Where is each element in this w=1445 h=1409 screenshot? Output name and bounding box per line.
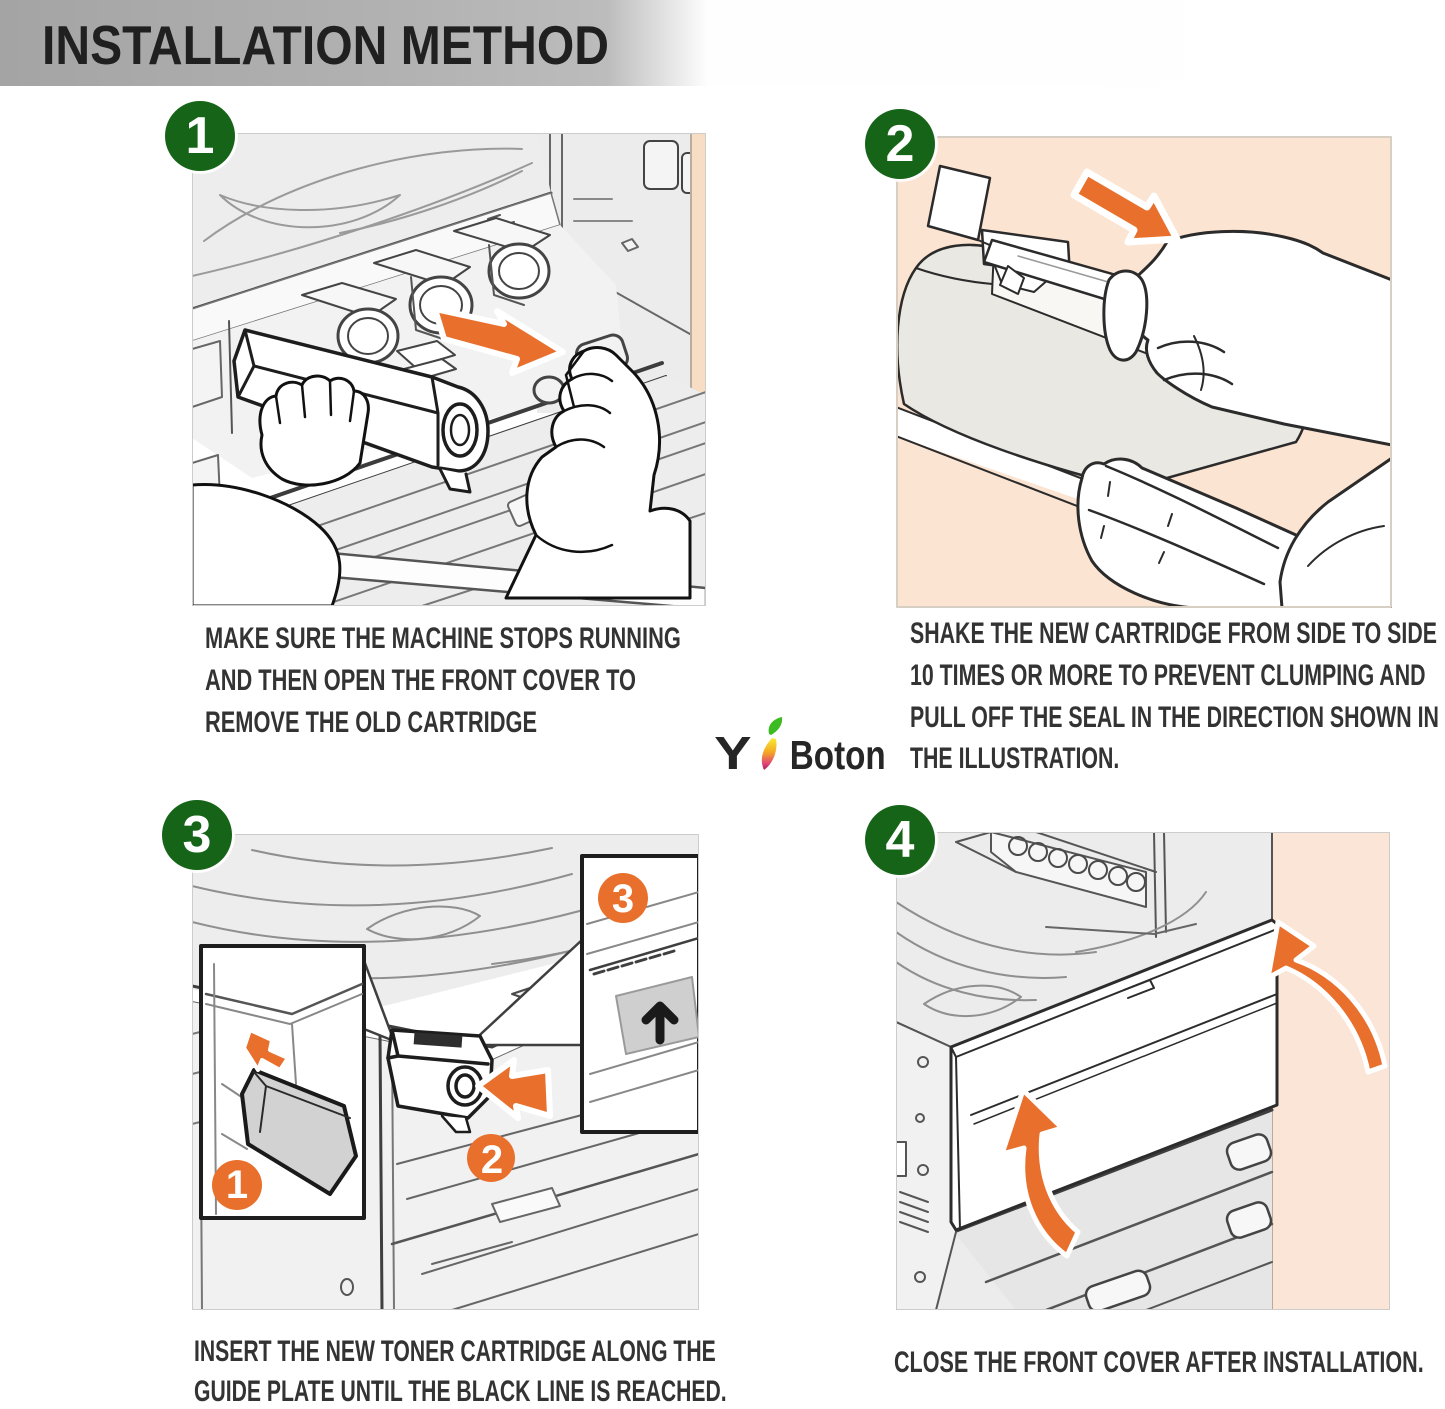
svg-text:Y: Y — [714, 728, 751, 778]
svg-text:3: 3 — [612, 877, 634, 921]
svg-text:2: 2 — [481, 1138, 503, 1182]
svg-text:1: 1 — [226, 1163, 248, 1207]
svg-text:Boton: Boton — [790, 732, 886, 778]
